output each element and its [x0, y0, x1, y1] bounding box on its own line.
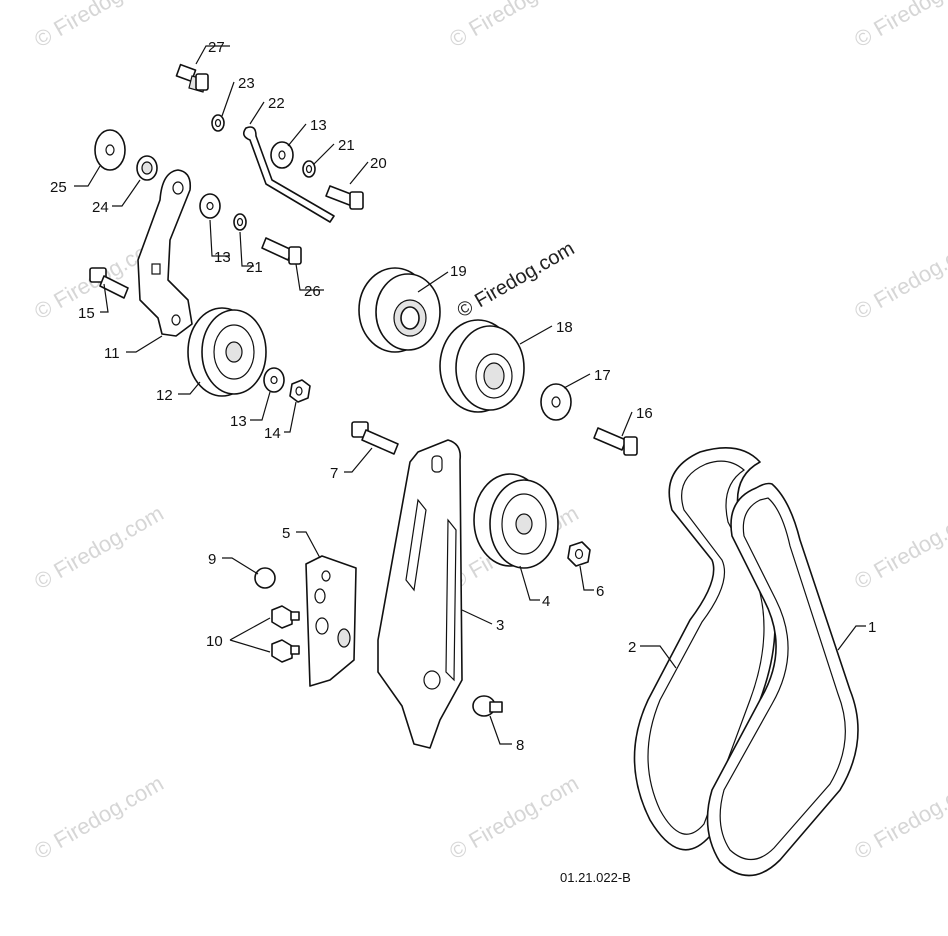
- washer-part-13: [270, 141, 294, 169]
- pulley-part-4: [473, 473, 559, 569]
- watermark-tile: © Firedog.com: [30, 0, 168, 52]
- watermark-tile: © Firedog.com: [445, 0, 583, 52]
- watermark-tile: © Firedog.com: [850, 500, 948, 594]
- watermark-tile: © Firedog.com: [30, 770, 168, 864]
- drawing-code: 01.21.022-B: [560, 870, 631, 885]
- screw-part-8: [472, 695, 503, 717]
- bolt-part-26: [261, 237, 302, 265]
- bolt-part-27: [175, 63, 209, 93]
- screw-part-10: [271, 605, 300, 663]
- washer-part-17: [540, 383, 572, 421]
- watermark-main: © Firedog.com: [454, 238, 579, 323]
- pulley-part-12: [187, 307, 267, 397]
- watermark-tile: © Firedog.com: [850, 770, 948, 864]
- callout-7: 7: [330, 465, 338, 482]
- pulley-part-19: [358, 267, 441, 353]
- callout-26: 26: [304, 283, 321, 300]
- lock-washer-part-23: [211, 114, 225, 132]
- bolt-part-7: [351, 421, 399, 455]
- lock-washer-part-21: [233, 213, 247, 231]
- screw-part-9: [254, 567, 276, 589]
- bracket-part-11: [137, 169, 193, 337]
- callouts: 27 23 22 13 21 20 25 24 13 21 26 15 11 1…: [50, 39, 876, 754]
- callout-18: 18: [556, 319, 573, 336]
- callout-12: 12: [156, 387, 173, 404]
- washer-part-25: [94, 129, 126, 171]
- callout-8: 8: [516, 737, 524, 754]
- callout-24: 24: [92, 199, 109, 216]
- watermark-tile: © Firedog.com: [850, 230, 948, 324]
- watermark-tile: © Firedog.com: [445, 770, 583, 864]
- callout-3: 3: [496, 617, 504, 634]
- bolt-part-16: [593, 427, 638, 456]
- callout-11: 11: [104, 345, 120, 362]
- callout-4: 4: [542, 593, 550, 610]
- callout-14: 14: [264, 425, 281, 442]
- callout-16: 16: [636, 405, 653, 422]
- washer-part-13: [199, 193, 221, 219]
- callout-2: 2: [628, 639, 636, 656]
- callout-1: 1: [868, 619, 876, 636]
- leader-lines: [74, 45, 866, 745]
- drive-belt-part-1: [706, 482, 859, 877]
- bolt-part-15: [89, 267, 129, 299]
- callout-27: 27: [208, 39, 225, 56]
- lock-washer-part-21: [302, 160, 316, 178]
- rod-part-22: [242, 126, 335, 223]
- callout-19: 19: [450, 263, 467, 280]
- callout-6: 6: [596, 583, 604, 600]
- nut-part-24: [136, 155, 158, 181]
- callout-13: 13: [214, 249, 231, 266]
- bracket-plate-part-5: [305, 555, 357, 687]
- callout-13: 13: [310, 117, 327, 134]
- callout-17: 17: [594, 367, 611, 384]
- callout-15: 15: [78, 305, 95, 322]
- callout-20: 20: [370, 155, 387, 172]
- callout-22: 22: [268, 95, 285, 112]
- callout-9: 9: [208, 551, 216, 568]
- bolt-part-20: [325, 185, 364, 210]
- washer-part-13: [263, 367, 285, 393]
- nut-part-14: [289, 379, 311, 403]
- callout-10: 10: [206, 633, 223, 650]
- idler-arm-part-3: [377, 439, 463, 749]
- callout-23: 23: [238, 75, 255, 92]
- watermark-tile: © Firedog.com: [30, 500, 168, 594]
- callout-21: 21: [246, 259, 263, 276]
- callout-13: 13: [230, 413, 247, 430]
- callout-25: 25: [50, 179, 67, 196]
- watermark-tile: © Firedog.com: [850, 0, 948, 52]
- callout-21: 21: [338, 137, 355, 154]
- callout-5: 5: [282, 525, 290, 542]
- nut-part-6: [567, 541, 591, 567]
- pulley-part-18: [439, 319, 525, 413]
